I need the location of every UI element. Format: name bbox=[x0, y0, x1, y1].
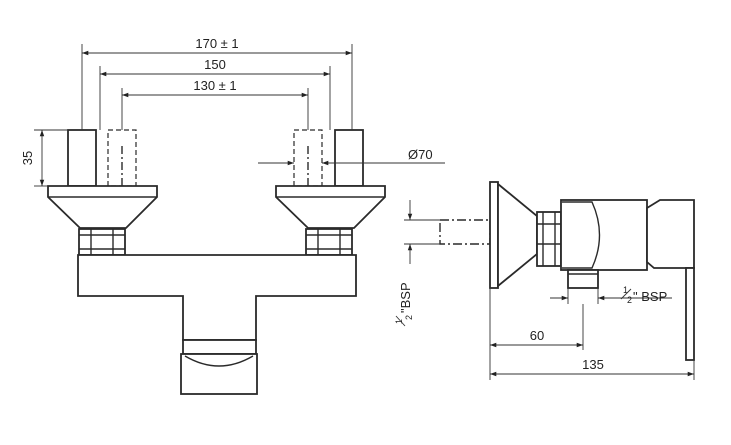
dim-overall-width: 170 ± 1 bbox=[195, 36, 238, 51]
svg-text:1: 1 bbox=[623, 285, 628, 295]
side-view bbox=[439, 181, 695, 361]
dim-inlet-thread: 1 2 "BSP bbox=[394, 282, 414, 327]
dim-center-distance: 150 bbox=[204, 57, 226, 72]
left-flange bbox=[47, 185, 158, 229]
svg-text:"BSP: "BSP bbox=[398, 282, 413, 313]
front-dimensions: 170 ± 1 150 130 ± 1 35 Ø70 bbox=[20, 36, 445, 187]
right-eccentric-solid bbox=[334, 129, 364, 187]
left-nut bbox=[78, 228, 126, 256]
side-body bbox=[560, 199, 648, 271]
dim-side-depth: 60 bbox=[530, 328, 544, 343]
dim-inner-width: 130 ± 1 bbox=[193, 78, 236, 93]
side-wall-plate bbox=[489, 181, 499, 289]
mixer-body bbox=[77, 254, 357, 341]
side-lever bbox=[646, 199, 695, 269]
dim-outlet-thread: 1 2 " BSP bbox=[620, 285, 667, 305]
svg-text:2: 2 bbox=[627, 295, 632, 305]
svg-text:2: 2 bbox=[404, 315, 414, 320]
side-outlet bbox=[567, 269, 599, 289]
side-flange-cone bbox=[497, 182, 538, 288]
right-flange bbox=[275, 185, 386, 229]
right-nut bbox=[305, 228, 353, 256]
side-lever-rod bbox=[685, 267, 695, 361]
side-dimensions: 1 2 "BSP 1 2 " BSP 60 135 bbox=[394, 200, 695, 380]
inlet-pipe bbox=[439, 219, 491, 245]
dim-diameter: Ø70 bbox=[408, 147, 433, 162]
dim-height: 35 bbox=[20, 151, 35, 165]
left-eccentric-solid bbox=[67, 129, 97, 187]
front-view bbox=[47, 129, 386, 395]
bottom-outlet bbox=[182, 339, 257, 355]
svg-text:1: 1 bbox=[394, 319, 404, 324]
svg-text:" BSP: " BSP bbox=[633, 289, 667, 304]
side-nut bbox=[536, 211, 562, 267]
dim-side-total: 135 bbox=[582, 357, 604, 372]
